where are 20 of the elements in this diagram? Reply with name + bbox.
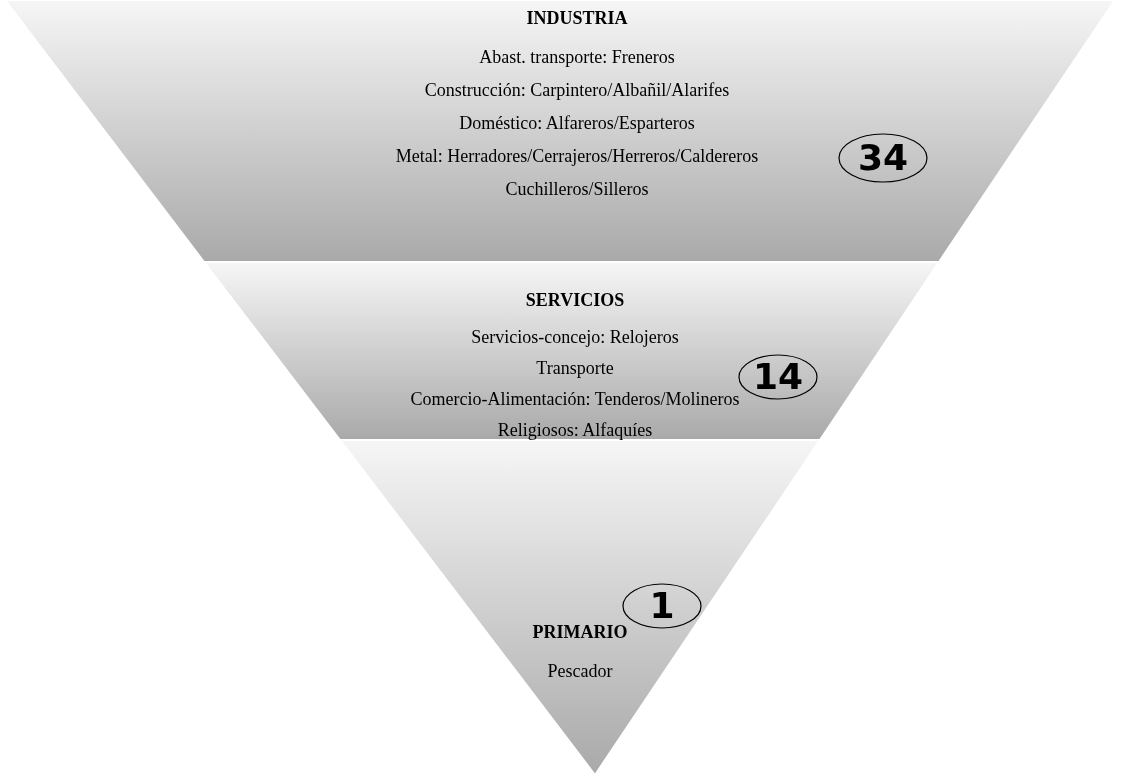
count-number: 14	[752, 359, 804, 395]
band-item: Transporte	[536, 357, 614, 380]
count-ellipse	[838, 133, 928, 183]
pyramid-band	[204, 262, 939, 440]
band-item: Comercio-Alimentación: Tenderos/Molineros	[410, 388, 740, 411]
band-item: Construcción: Carpintero/Albañil/Alarifes	[424, 79, 730, 102]
band-heading: PRIMARIO	[532, 621, 628, 644]
band-heading: SERVICIOS	[525, 289, 625, 312]
band-item: Pescador	[547, 660, 613, 683]
band-item: Doméstico: Alfareros/Esparteros	[459, 112, 695, 135]
band-item: Religiosos: Alfaquíes	[497, 419, 653, 442]
count-ellipse	[738, 354, 818, 400]
pyramid-band	[340, 440, 820, 775]
band-item: Cuchilleros/Silleros	[505, 178, 649, 201]
band-item: Servicios-concejo: Relojeros	[471, 326, 679, 349]
count-number: 34	[857, 140, 909, 176]
band-item: Metal: Herradores/Cerrajeros/Herreros/Caldereros	[395, 145, 759, 168]
band-heading: INDUSTRIA	[526, 7, 628, 30]
count-number: 1	[649, 588, 675, 624]
band-item: Abast. transporte: Freneros	[479, 46, 675, 69]
